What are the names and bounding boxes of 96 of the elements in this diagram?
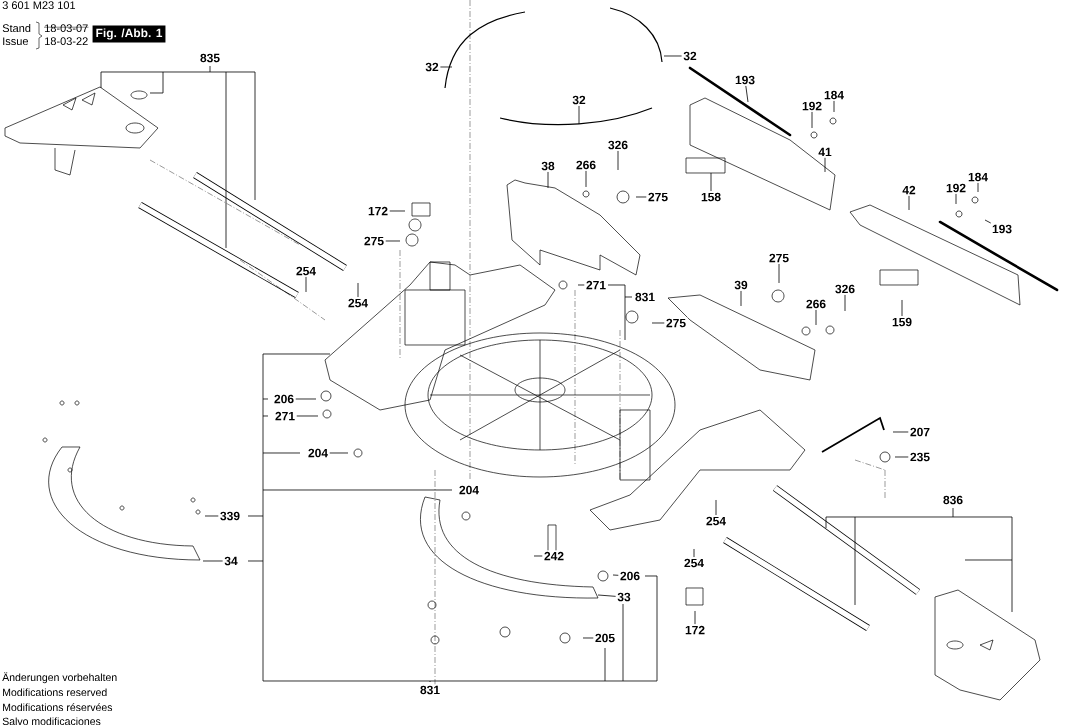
callout-number: 271 [584, 279, 608, 291]
revision-date: 18-03-22 [45, 37, 88, 46]
callout-number: 192 [944, 182, 968, 194]
note-text: Salvo modificaciones [2, 717, 101, 726]
callout-number: 41 [816, 146, 834, 158]
callout-number: 172 [683, 624, 707, 636]
leader-line [577, 284, 585, 286]
leader-line [663, 55, 683, 57]
callout-number: 254 [704, 515, 728, 527]
leader-line [578, 105, 580, 125]
callout-number: 32 [423, 61, 441, 73]
callout-number: 32 [681, 50, 699, 62]
callout-number: 34 [222, 555, 240, 567]
callout-number: 326 [833, 283, 857, 295]
callout-number: 207 [908, 426, 932, 438]
callout-number: 275 [664, 317, 688, 329]
callout-number: 254 [346, 297, 370, 309]
leader-line [617, 150, 619, 171]
callout-number: 835 [198, 52, 222, 64]
leader-line [892, 431, 909, 433]
leader-line [908, 195, 910, 211]
callout-number: 275 [362, 235, 386, 247]
callout-number: 206 [272, 393, 296, 405]
callout-number: 33 [615, 591, 633, 603]
leader-line [385, 240, 401, 242]
leader-line [202, 560, 224, 562]
callout-number: 831 [418, 684, 442, 696]
leader-line [694, 610, 696, 625]
callout-number: 204 [457, 484, 481, 496]
leader-line [547, 171, 549, 189]
callout-number: 254 [294, 265, 318, 277]
callout-number: 254 [682, 557, 706, 569]
note-text: Modifications réservées [3, 703, 113, 712]
callout-number: 193 [990, 223, 1014, 235]
leader-line [389, 210, 406, 212]
callout-number: 271 [273, 410, 297, 422]
leader-line [740, 290, 742, 307]
leader-line [833, 100, 835, 113]
note-text: Modifications reserved [3, 688, 107, 697]
leader-line [901, 299, 903, 317]
leader-line [824, 157, 826, 173]
callout-number: 339 [218, 510, 242, 522]
leader-line [984, 219, 992, 224]
callout-number: 326 [606, 139, 630, 151]
callout-number: 42 [900, 184, 918, 196]
leader-line [955, 193, 957, 205]
callout-number: 158 [699, 191, 723, 203]
callout-number: 184 [822, 89, 846, 101]
leader-line [440, 66, 453, 68]
note-text: Änderungen vorbehalten [2, 672, 117, 684]
leader-line [585, 170, 587, 188]
leader-line [977, 182, 979, 193]
callout-number: 831 [633, 291, 657, 303]
callout-number: 38 [539, 160, 557, 172]
leader-line [582, 637, 594, 639]
callout-number: 206 [618, 570, 642, 582]
leader-line [597, 594, 617, 597]
callout-number: 275 [646, 191, 670, 203]
callout-number: 184 [966, 171, 990, 183]
callout-number: 836 [941, 494, 965, 506]
callout-number: 275 [767, 252, 791, 264]
leader-line [844, 294, 846, 312]
leader-line [778, 263, 780, 284]
callout-number: 32 [570, 94, 588, 106]
callout-number: 266 [804, 298, 828, 310]
leader-line [305, 276, 307, 293]
leader-line [295, 398, 317, 400]
leader-line [635, 196, 647, 198]
leader-line [710, 172, 712, 192]
callout-number: 192 [800, 100, 824, 112]
callout-number: 204 [306, 447, 330, 459]
revision-label: Stand [2, 24, 31, 33]
leader-line [715, 499, 717, 516]
part-number: 3 601 M23 101 [2, 1, 76, 10]
figure-title: Fig. /Abb. 1 [92, 25, 166, 43]
callout-number: 172 [366, 205, 390, 217]
leader-line [894, 456, 909, 458]
callout-number: 39 [732, 279, 750, 291]
leader-line [815, 309, 817, 326]
callout-number: 235 [908, 451, 932, 463]
leader-line [693, 548, 695, 558]
callout-number: 242 [542, 550, 566, 562]
callout-number: 205 [593, 632, 617, 644]
leader-line [811, 111, 813, 129]
leader-line [745, 85, 749, 103]
leader-line [357, 282, 359, 298]
callout-number: 266 [574, 159, 598, 171]
leader-line [651, 322, 665, 324]
revision-label: Issue [3, 37, 28, 46]
callout-number: 159 [890, 316, 914, 328]
leader-line [533, 555, 543, 557]
leader-line [204, 515, 219, 517]
leader-line [329, 452, 349, 454]
leader-line [296, 415, 319, 417]
leader-line [612, 574, 619, 576]
callout-number: 193 [733, 74, 757, 86]
